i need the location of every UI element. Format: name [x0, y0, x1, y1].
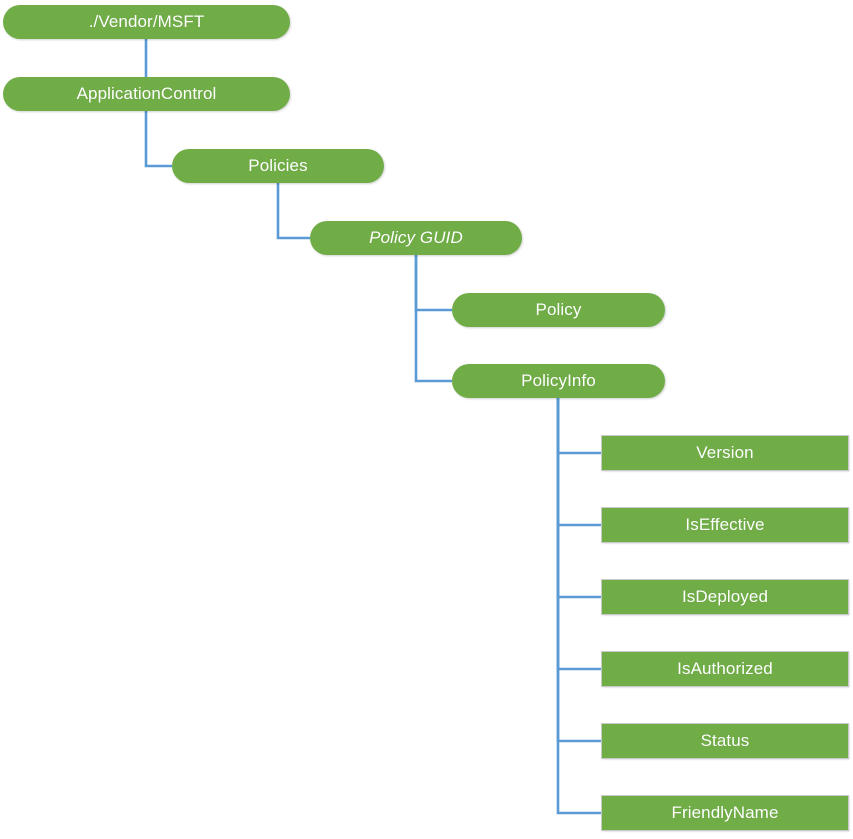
tree-node-label-version: Version — [696, 443, 754, 462]
tree-node-label-friendly-name: FriendlyName — [671, 803, 779, 822]
tree-node-is-authorized[interactable]: IsAuthorized — [601, 651, 849, 687]
tree-node-application-control[interactable]: ApplicationControl — [3, 77, 290, 111]
tree-node-label-status: Status — [700, 731, 750, 750]
tree-node-label-policy-guid: Policy GUID — [369, 228, 463, 247]
tree-node-policies[interactable]: Policies — [172, 149, 384, 183]
tree-node-label-application-control: ApplicationControl — [76, 84, 217, 103]
connector-policy-info-to-is-effective — [556, 398, 601, 527]
tree-node-is-deployed[interactable]: IsDeployed — [601, 579, 849, 615]
connector-policy-info-to-is-authorized — [556, 398, 601, 671]
tree-node-status[interactable]: Status — [601, 723, 849, 759]
tree-node-version[interactable]: Version — [601, 435, 849, 471]
connector-policies-to-policy-guid — [276, 183, 310, 240]
tree-node-label-vendor-msft: ./Vendor/MSFT — [88, 12, 205, 31]
connector-policy-info-to-is-deployed — [556, 398, 601, 599]
tree-node-label-policy: Policy — [535, 300, 582, 319]
tree-node-label-is-deployed: IsDeployed — [681, 587, 769, 606]
tree-node-policy-guid[interactable]: Policy GUID — [310, 221, 522, 255]
tree-node-policy[interactable]: Policy — [452, 293, 665, 327]
tree-node-label-is-authorized: IsAuthorized — [677, 659, 773, 678]
tree-node-label-policies: Policies — [248, 156, 308, 175]
tree-node-vendor-msft[interactable]: ./Vendor/MSFT — [3, 5, 290, 39]
connector-policy-guid-to-policy — [414, 255, 452, 312]
connector-policy-info-to-status — [556, 398, 601, 743]
connector-application-control-to-policies — [144, 111, 172, 168]
tree-node-friendly-name[interactable]: FriendlyName — [601, 795, 849, 831]
tree-node-is-effective[interactable]: IsEffective — [601, 507, 849, 543]
tree-node-label-policy-info: PolicyInfo — [521, 371, 596, 390]
connector-policy-info-to-friendly-name — [556, 398, 601, 815]
connector-policy-info-to-version — [556, 398, 601, 455]
tree-node-label-is-effective: IsEffective — [685, 515, 765, 534]
connector-policy-guid-to-policy-info — [414, 255, 452, 383]
tree-node-policy-info[interactable]: PolicyInfo — [452, 364, 665, 398]
